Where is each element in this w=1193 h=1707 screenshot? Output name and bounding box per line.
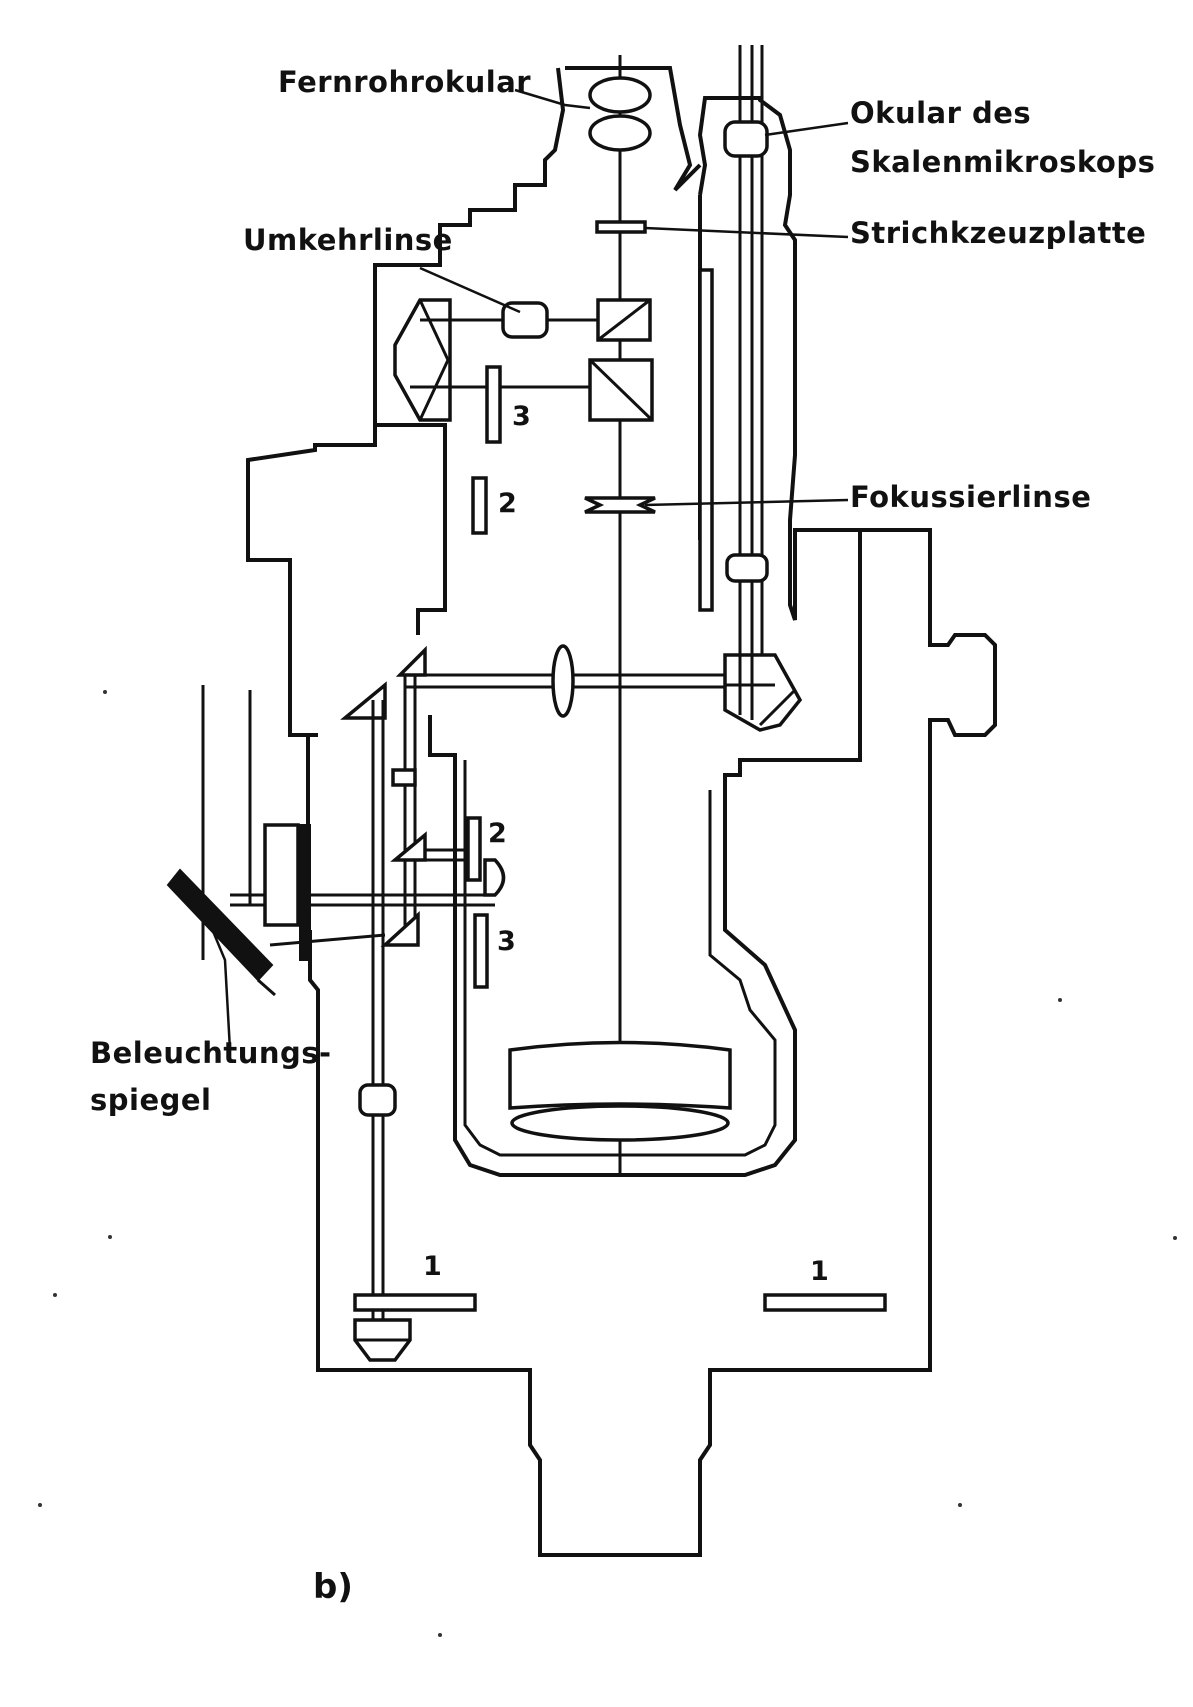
leader-okular	[764, 121, 849, 137]
small-lens-left	[391, 768, 417, 787]
left-housing	[288, 560, 318, 737]
mid-prism-upper	[390, 831, 427, 862]
focusing-lens	[584, 496, 656, 514]
scale-lens-small	[725, 553, 769, 583]
objective-inner-wall	[463, 760, 777, 1157]
left-slide-tube	[263, 823, 300, 927]
graduated-circle-edge	[299, 824, 311, 961]
deflection-prism-top	[395, 645, 427, 677]
illumination-beam-3	[269, 933, 386, 947]
right-housing	[308, 528, 997, 1557]
scan-specks	[38, 690, 1177, 1637]
label-fokussierlinse: Fokussierlinse	[850, 480, 1091, 514]
upper-filter-3	[485, 365, 502, 444]
label-umkehrlinse: Umkehrlinse	[243, 223, 453, 257]
leader-fernrohrokular	[514, 88, 591, 110]
lower-plate-left	[353, 1293, 477, 1312]
label-strichkreuzplatte: Strichkzeuzplatte	[850, 216, 1146, 250]
scale-deflection-prism	[723, 653, 803, 732]
telescope-eyepiece-lens-2	[588, 114, 652, 152]
marker-mid-3: 3	[497, 926, 516, 957]
scale-microscope-housing	[697, 96, 797, 540]
mid-filter-2	[466, 816, 482, 882]
leader-fokussierlinse	[644, 498, 849, 507]
marker-upper-3: 3	[512, 401, 531, 432]
mid-filter-3	[473, 913, 489, 989]
label-beleuchtung-line2: spiegel	[90, 1083, 212, 1117]
leader-umkehrlinse	[419, 266, 521, 314]
label-beleuchtung-line1: Beleuchtungs-	[90, 1036, 332, 1070]
leader-strichkreuz	[644, 226, 849, 239]
label-okular-line2: Skalenmikroskops	[850, 145, 1155, 179]
lower-plate-right	[763, 1293, 887, 1312]
marker-lower-1-right: 1	[810, 1256, 829, 1287]
marker-mid-2: 2	[488, 818, 507, 849]
marker-lower-1-left: 1	[423, 1251, 442, 1282]
leader-beleuchtung	[198, 899, 232, 1051]
objective-vessel	[428, 530, 862, 1177]
lower-lens	[358, 1083, 397, 1117]
illumination-mirror	[166, 868, 274, 982]
scale-microscope-eyepiece	[723, 120, 769, 158]
vertical-rod	[698, 268, 714, 612]
panel-label: b)	[313, 1567, 353, 1607]
label-okular-line1: Okular des	[850, 96, 1031, 130]
collimator-lens	[551, 644, 575, 718]
upper-filter-2	[471, 476, 488, 535]
marker-upper-2: 2	[498, 488, 517, 519]
label-fernrohrokular: Fernrohrokular	[278, 65, 531, 99]
roof-prism	[393, 298, 452, 422]
reticle-plate	[595, 220, 647, 234]
telescope-eyepiece-lens-1	[588, 76, 652, 114]
erecting-lens	[501, 301, 549, 339]
mid-prism-lower	[380, 911, 420, 947]
mid-lens-halfround	[483, 858, 506, 897]
objective-lens-group	[508, 1040, 732, 1110]
deflection-prism-upper-left	[340, 681, 387, 720]
objective-front-lens	[510, 1104, 730, 1142]
